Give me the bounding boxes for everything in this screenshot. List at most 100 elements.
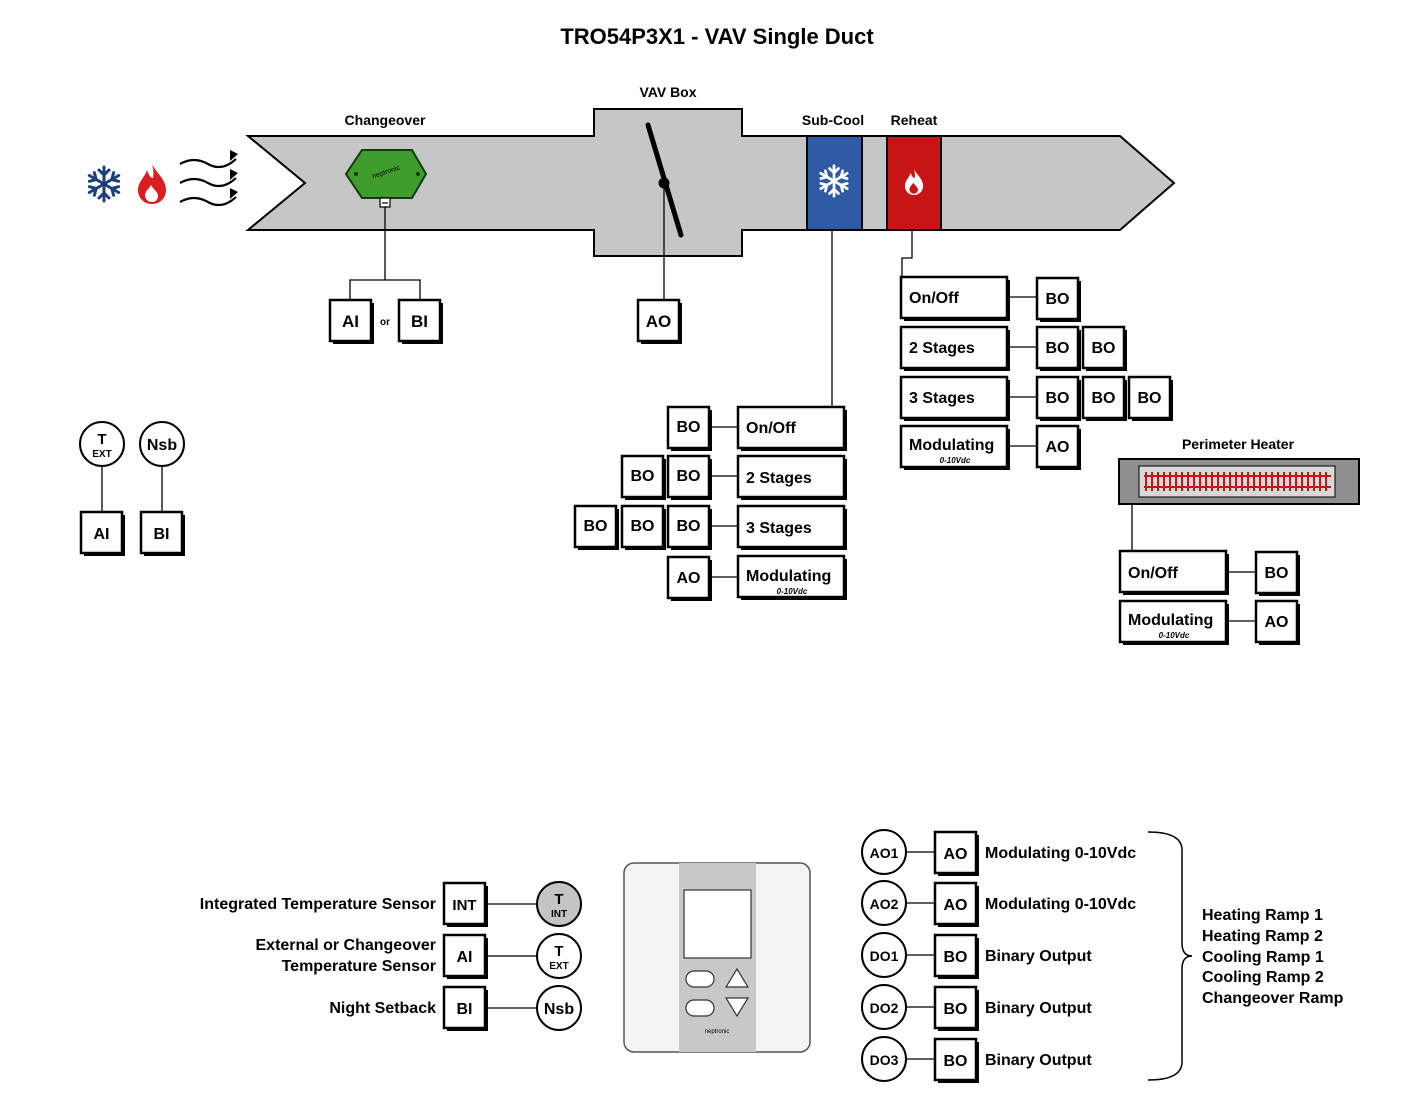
changeover-ai-box [328, 298, 373, 343]
snowflake-icon [87, 165, 121, 203]
perimeter-modulating-sub: 0-10Vdc [1159, 631, 1190, 640]
thermostat-display [683, 889, 752, 959]
ext-sensor-ai-box [79, 510, 124, 555]
reheat-3stages-box [899, 375, 1009, 420]
sensor-t-label: T [554, 891, 563, 908]
output-type-label: AO [944, 846, 968, 863]
port-do2 [861, 984, 907, 1030]
reheat-3stages-bo-2 [1081, 375, 1126, 420]
ramp-label: Cooling Ramp 1 [1202, 949, 1324, 966]
output-type-label: BO [1046, 291, 1070, 308]
input-desc: Temperature Sensor [282, 958, 436, 975]
bi-input-box [442, 985, 487, 1030]
input-desc: Integrated Temperature Sensor [200, 896, 436, 913]
output-type-label: BO [1138, 390, 1162, 407]
changeover-bi-box [397, 298, 442, 343]
arrow-down-icon[interactable] [724, 997, 750, 1018]
output-brace [1147, 831, 1193, 1081]
or-label: or [380, 317, 390, 328]
changeover-ai-label: AI [342, 312, 359, 331]
port-label: DO3 [870, 1052, 899, 1068]
ext-temp-sensor [536, 933, 582, 979]
subcool-2stages-bo-2 [666, 454, 711, 499]
output-type-label: BO [1265, 565, 1289, 582]
output-type-label: BO [631, 468, 655, 485]
duct-body [245, 108, 1176, 257]
reheat-2stages-label: 2 Stages [909, 340, 975, 357]
subcool-onoff-bo [666, 405, 711, 450]
perimeter-modulating-ao [1254, 599, 1299, 644]
ramp-label: Cooling Ramp 2 [1202, 969, 1324, 986]
output-type-label: AO [677, 570, 701, 587]
output-type-label: BO [677, 468, 701, 485]
output-desc: Modulating 0-10Vdc [985, 845, 1136, 862]
output-type-label: AO [1265, 614, 1289, 631]
subcool-3stages-bo-1 [573, 504, 618, 549]
flame-icon [904, 169, 924, 195]
arrow-up-icon[interactable] [724, 967, 750, 988]
output-type-label: BO [584, 518, 608, 535]
ramp-label: Heating Ramp 2 [1202, 928, 1323, 945]
reheat-modulating-label: Modulating [909, 437, 994, 454]
changeover-label: Changeover [345, 112, 426, 128]
reheat-3stages-label: 3 Stages [909, 390, 975, 407]
output-type-label: BO [677, 518, 701, 535]
thermostat-button-bottom[interactable] [685, 999, 715, 1017]
input-type-label: BI [457, 1001, 473, 1018]
output-desc: Binary Output [985, 948, 1092, 965]
do1-type-box [933, 933, 978, 978]
port-label: AO2 [870, 896, 899, 912]
ao1-type-box [933, 830, 978, 875]
subcool-2stages-bo-1 [620, 454, 665, 499]
output-type-label: BO [1046, 390, 1070, 407]
output-type-label: BO [1046, 340, 1070, 357]
int-temp-sensor [536, 881, 582, 927]
changeover-wire-bi [385, 279, 421, 300]
subcool-modulating-ao [666, 555, 711, 600]
reheat-3stages-bo-1 [1035, 375, 1080, 420]
do2-type-box [933, 985, 978, 1030]
input-type-label: AI [457, 949, 473, 966]
thermostat-button-top[interactable] [685, 970, 715, 988]
sensor-ext-label: EXT [549, 961, 568, 972]
port-ao1 [861, 829, 907, 875]
output-type-label: BO [944, 1053, 968, 1070]
input-desc: External or Changeover [256, 937, 437, 954]
reheat-wire [901, 230, 913, 276]
reheat-modulating-box [899, 424, 1009, 469]
sensor-ext-label: EXT [92, 449, 111, 460]
output-type-label: BO [631, 518, 655, 535]
input-type-label: AI [94, 526, 110, 543]
thermostat-device: neptronic [623, 862, 811, 1053]
nsb-label: Nsb [147, 437, 177, 454]
reheat-modulating-sub: 0-10Vdc [940, 456, 971, 465]
output-type-label: BO [677, 419, 701, 436]
subcool-modulating-sub: 0-10Vdc [777, 587, 808, 596]
output-desc: Modulating 0-10Vdc [985, 896, 1136, 913]
reheat-3stages-bo-3 [1127, 375, 1172, 420]
perimeter-onoff-label: On/Off [1128, 565, 1178, 582]
reheat-label: Reheat [891, 112, 938, 128]
subcool-modulating-label: Modulating [746, 568, 831, 585]
reheat-2stages-box [899, 325, 1009, 370]
input-type-label: INT [452, 897, 476, 914]
changeover-wire-ai [349, 207, 386, 300]
sensor-t-label: T [97, 431, 106, 448]
subcool-2stages-label: 2 Stages [746, 470, 812, 487]
port-label: AO1 [870, 845, 899, 861]
flame-icon [138, 164, 166, 204]
output-type-label: BO [944, 949, 968, 966]
subcool-3stages-bo-3 [666, 504, 711, 549]
do3-type-box [933, 1037, 978, 1082]
output-type-label: AO [1046, 439, 1070, 456]
output-desc: Binary Output [985, 1052, 1092, 1069]
reheat-onoff-box [899, 275, 1009, 320]
vav-ao-label: AO [646, 312, 672, 331]
output-type-label: BO [1092, 390, 1116, 407]
changeover-bi-label: BI [411, 312, 428, 331]
output-type-label: AO [944, 897, 968, 914]
port-label: DO1 [870, 948, 899, 964]
vav-ao-box [636, 298, 681, 343]
perimeter-heater [1118, 458, 1360, 505]
